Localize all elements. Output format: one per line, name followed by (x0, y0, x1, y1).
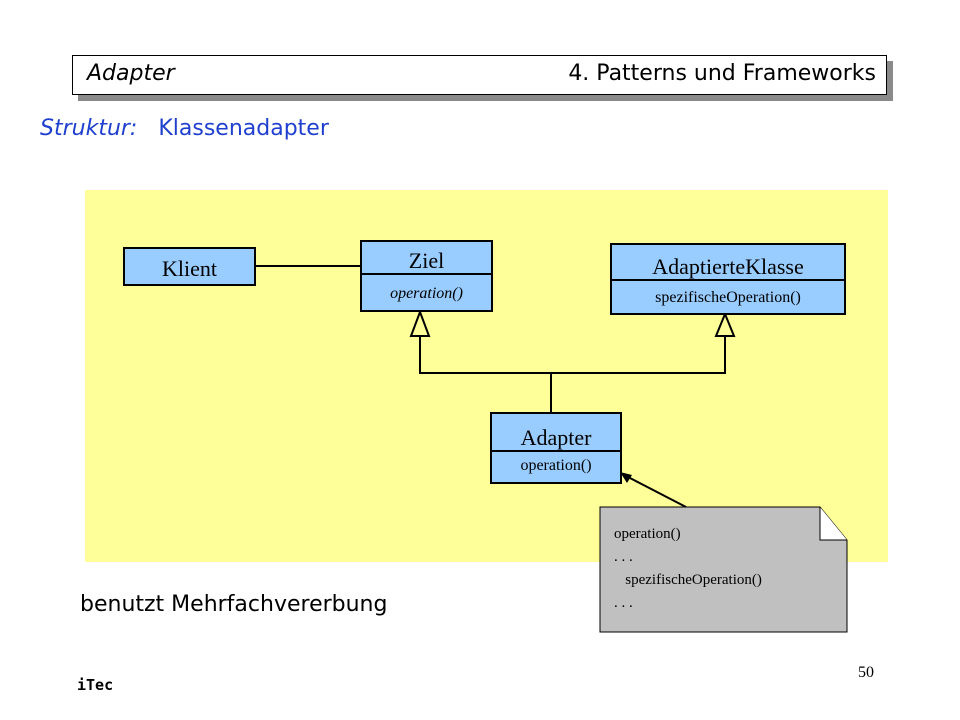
class-ziel: Ziel operation() (360, 240, 493, 312)
class-adaptierte-klasse: AdaptierteKlasse spezifischeOperation() (610, 243, 846, 315)
generalization-arrow-ziel (409, 309, 431, 337)
header-left-title: Adapter (87, 61, 175, 86)
note-line: spezifischeOperation() (614, 572, 762, 588)
class-ziel-operation: operation() (390, 285, 463, 302)
class-adaptierte-klasse-divider (612, 279, 844, 281)
class-adapter-name: Adapter (520, 425, 592, 450)
subtitle: Struktur: Klassenadapter (40, 116, 329, 141)
header-right-title: 4. Patterns und Frameworks (568, 61, 876, 86)
class-adapter-operation: operation() (520, 457, 592, 474)
subtitle-value: Klassenadapter (158, 116, 329, 141)
class-klient: Klient (123, 247, 256, 286)
caption: benutzt Mehrfachvererbung (80, 592, 388, 617)
class-adaptierte-klasse-name: AdaptierteKlasse (652, 254, 804, 279)
note-connector (627, 476, 687, 508)
note-line: . . . (614, 595, 633, 611)
note-line: operation() (614, 526, 681, 542)
class-klient-name: Klient (162, 256, 217, 281)
class-ziel-name: Ziel (408, 248, 445, 273)
note-shape (599, 506, 848, 633)
note-text: operation() . . . spezifischeOperation()… (614, 523, 762, 615)
generalization-arrow-adaptierte (714, 311, 736, 337)
class-adapter: Adapter operation() (490, 412, 622, 484)
note-fold (819, 507, 847, 541)
slide-header: Adapter 4. Patterns und Frameworks (72, 55, 887, 95)
class-adaptierte-klasse-operation: spezifischeOperation() (655, 289, 801, 306)
class-adapter-divider (492, 450, 620, 452)
note-connector-arrowhead (620, 472, 632, 483)
class-ziel-divider (362, 273, 491, 275)
footer-logo-text: iTec (77, 676, 114, 694)
note-line: . . . (614, 549, 633, 565)
inheritance-line-ziel (419, 336, 551, 374)
inheritance-line-adaptierte (551, 336, 726, 374)
page-number: 50 (858, 664, 874, 681)
subtitle-label: Struktur: (40, 116, 138, 141)
